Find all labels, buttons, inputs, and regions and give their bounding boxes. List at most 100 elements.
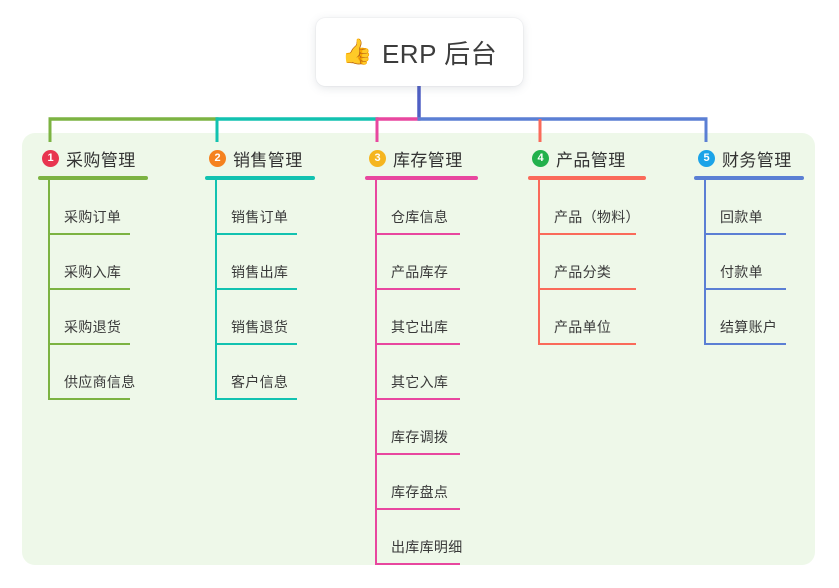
leaf-label: 产品单位 [554,319,612,335]
thumbs-up-icon: 👍 [341,37,373,66]
leaf-underline [538,343,636,345]
leaf-item[interactable]: 采购退货 [38,290,188,345]
leaf-item[interactable]: 销售订单 [205,180,355,235]
leaf-item[interactable]: 付款单 [694,235,824,290]
leaf-underline [704,288,786,290]
leaf-label: 销售退货 [231,319,289,335]
leaf-label: 出库库明细 [391,539,463,555]
leaf-item[interactable]: 其它出库 [365,290,515,345]
leaf-item[interactable]: 仓库信息 [365,180,515,235]
leaf-underline [48,288,130,290]
branch-header-1[interactable]: 1 采购管理 [38,146,188,170]
branch-number-badge: 4 [532,149,549,167]
leaf-underline [215,398,297,400]
branch-number-badge: 2 [209,149,226,167]
leaf-underline [48,398,130,400]
leaf-list: 销售订单销售出库销售退货客户信息 [205,180,355,400]
branch-header-3[interactable]: 3 库存管理 [365,146,515,170]
leaf-label: 产品分类 [554,264,612,280]
leaf-underline [375,508,460,510]
leaf-list: 回款单付款单结算账户 [694,180,824,345]
leaf-list: 仓库信息产品库存其它出库其它入库库存调拨库存盘点出库库明细 [365,180,515,565]
leaf-item[interactable]: 产品分类 [528,235,678,290]
leaf-item[interactable]: 出库库明细 [365,510,515,565]
leaf-item[interactable]: 客户信息 [205,345,355,400]
branch-column-1: 1 采购管理采购订单采购入库采购退货供应商信息 [38,146,188,400]
leaf-label: 仓库信息 [391,209,449,225]
leaf-underline [215,288,297,290]
branch-header-4[interactable]: 4 产品管理 [528,146,678,170]
diagram-panel [22,133,815,565]
branch-column-2: 2 销售管理销售订单销售出库销售退货客户信息 [205,146,355,400]
leaf-underline [375,288,460,290]
branch-title: 采购管理 [66,150,136,170]
leaf-label: 销售出库 [231,264,289,280]
leaf-label: 产品（物料） [554,209,640,225]
leaf-label: 采购退货 [64,319,122,335]
branch-underline [694,176,804,180]
branch-number-badge: 5 [698,149,715,167]
branch-header-5[interactable]: 5 财务管理 [694,146,824,170]
leaf-item[interactable]: 产品（物料） [528,180,678,235]
branch-column-4: 4 产品管理产品（物料） 产品分类产品单位 [528,146,678,345]
leaf-underline [375,233,460,235]
branch-spine [538,180,540,345]
root-node[interactable]: 👍 ERP 后台 [316,18,523,86]
leaf-label: 结算账户 [720,319,778,335]
leaf-list: 产品（物料） 产品分类产品单位 [528,180,678,345]
branch-spine [704,180,706,345]
branch-spine [48,180,50,400]
branch-column-3: 3 库存管理仓库信息产品库存其它出库其它入库库存调拨库存盘点出库库明细 [365,146,515,565]
leaf-underline [375,563,460,565]
branch-number-badge: 3 [369,149,386,167]
leaf-item[interactable]: 库存盘点 [365,455,515,510]
branch-title: 财务管理 [722,150,792,170]
leaf-underline [48,233,130,235]
leaf-label: 其它入库 [391,374,449,390]
leaf-item[interactable]: 销售出库 [205,235,355,290]
leaf-item[interactable]: 供应商信息 [38,345,188,400]
leaf-label: 付款单 [720,264,763,280]
leaf-label: 回款单 [720,209,763,225]
leaf-underline [538,288,636,290]
leaf-item[interactable]: 结算账户 [694,290,824,345]
leaf-item[interactable]: 库存调拨 [365,400,515,455]
leaf-underline [704,343,786,345]
branch-underline [365,176,478,180]
branch-header-2[interactable]: 2 销售管理 [205,146,355,170]
leaf-label: 库存调拨 [391,429,449,445]
leaf-label: 产品库存 [391,264,449,280]
branch-number-badge: 1 [42,149,59,167]
leaf-item[interactable]: 产品库存 [365,235,515,290]
leaf-underline [375,343,460,345]
branch-title: 库存管理 [393,150,463,170]
leaf-list: 采购订单采购入库采购退货供应商信息 [38,180,188,400]
leaf-label: 库存盘点 [391,484,449,500]
branch-underline [205,176,315,180]
branch-column-5: 5 财务管理回款单付款单结算账户 [694,146,824,345]
branch-title: 产品管理 [556,150,626,170]
leaf-underline [375,398,460,400]
leaf-underline [215,233,297,235]
leaf-underline [48,343,130,345]
leaf-underline [375,453,460,455]
root-title: ERP 后台 [381,38,498,69]
branch-title: 销售管理 [233,150,303,170]
branch-underline [528,176,646,180]
leaf-label: 采购入库 [64,264,122,280]
leaf-item[interactable]: 采购订单 [38,180,188,235]
leaf-label: 供应商信息 [64,374,136,390]
leaf-item[interactable]: 其它入库 [365,345,515,400]
leaf-underline [704,233,786,235]
leaf-item[interactable]: 回款单 [694,180,824,235]
branch-spine [215,180,217,400]
leaf-label: 客户信息 [231,374,289,390]
leaf-underline [538,233,636,235]
branch-spine [375,180,377,565]
leaf-item[interactable]: 采购入库 [38,235,188,290]
leaf-underline [215,343,297,345]
leaf-item[interactable]: 销售退货 [205,290,355,345]
leaf-label: 其它出库 [391,319,449,335]
leaf-label: 销售订单 [231,209,289,225]
leaf-item[interactable]: 产品单位 [528,290,678,345]
